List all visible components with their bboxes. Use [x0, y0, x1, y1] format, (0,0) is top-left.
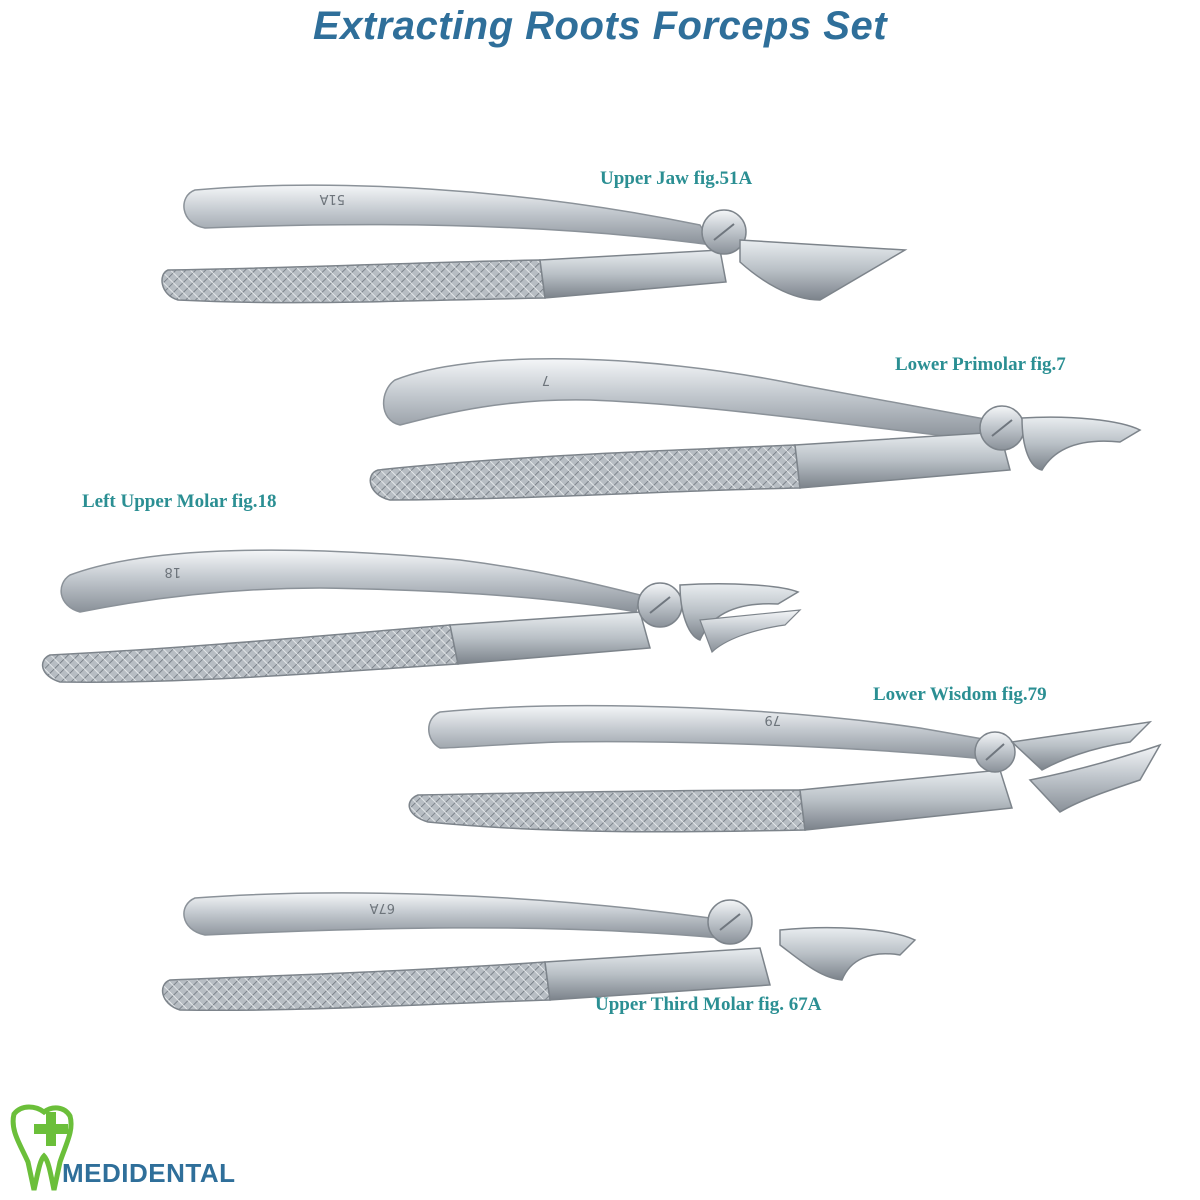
label-upper-jaw: Upper Jaw fig.51A: [600, 168, 753, 189]
engraving-51a: 51A: [319, 191, 345, 206]
brand-name: MEDIDENTAL: [62, 1158, 236, 1188]
forceps-upper-jaw-51a: [161, 184, 908, 304]
engraving-67a: 67A: [369, 900, 395, 915]
engraving-7: 7: [542, 372, 550, 387]
engraving-18: 18: [164, 564, 181, 579]
label-upper-third-molar: Upper Third Molar fig. 67A: [595, 994, 822, 1015]
forceps-left-upper-molar-18: [41, 549, 802, 683]
tooth-icon: [10, 1104, 74, 1191]
forceps-upper-third-molar-67a: [161, 892, 917, 1012]
engraving-79: 79: [764, 712, 781, 727]
forceps-lower-wisdom-79: [408, 704, 1162, 833]
page-title: Extracting Roots Forceps Set: [312, 4, 888, 48]
label-lower-primolar: Lower Primolar fig.7: [895, 354, 1066, 375]
label-lower-wisdom: Lower Wisdom fig.79: [873, 684, 1047, 705]
forceps-lower-primolar-7: [369, 358, 1142, 501]
brand-logo: [10, 1104, 74, 1191]
label-left-upper-molar: Left Upper Molar fig.18: [82, 491, 277, 512]
